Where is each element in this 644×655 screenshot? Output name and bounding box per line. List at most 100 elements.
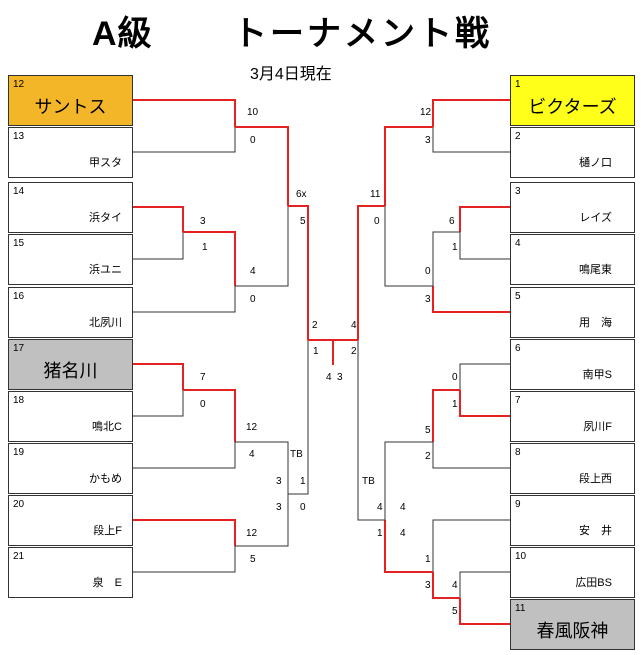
bracket-line bbox=[183, 389, 236, 442]
bracket-line bbox=[133, 519, 236, 546]
bracket-line bbox=[459, 598, 510, 625]
team-seed: 12 bbox=[13, 79, 25, 90]
score: 7 bbox=[200, 372, 206, 383]
team-right-9[interactable]: 9 安 井 bbox=[510, 495, 635, 546]
bracket-line bbox=[357, 205, 385, 340]
bracket-line bbox=[235, 206, 289, 287]
score: 0 bbox=[374, 216, 380, 227]
score: 3 bbox=[425, 294, 431, 305]
bracket-line bbox=[235, 494, 289, 547]
team-seed: 13 bbox=[13, 131, 25, 142]
team-left-8[interactable]: 19 かもめ bbox=[8, 443, 133, 494]
bracket-line bbox=[459, 232, 510, 260]
team-seed: 21 bbox=[13, 551, 25, 562]
team-left-4[interactable]: 15 浜ユニ bbox=[8, 234, 133, 285]
score: 0 bbox=[250, 135, 256, 146]
bracket-line bbox=[459, 390, 510, 417]
score: 0 bbox=[200, 399, 206, 410]
team-seed: 5 bbox=[515, 291, 521, 302]
bracket-line bbox=[432, 286, 510, 313]
score: 1 bbox=[452, 399, 458, 410]
team-right-5[interactable]: 5 用 海 bbox=[510, 287, 635, 338]
team-name: 鳴北C bbox=[92, 421, 122, 433]
score: 6x bbox=[296, 189, 307, 200]
team-name: レイズ bbox=[579, 212, 612, 224]
team-seed: 14 bbox=[13, 186, 25, 197]
bracket-line bbox=[133, 442, 236, 469]
team-seed: 2 bbox=[515, 131, 521, 142]
team-right-7[interactable]: 7 夙川F bbox=[510, 391, 635, 442]
bracket-line bbox=[133, 363, 184, 390]
bracket-line bbox=[459, 206, 510, 232]
team-left-6[interactable]: 17 猪名川 bbox=[8, 339, 133, 390]
score: 1 bbox=[313, 346, 319, 357]
score: TB bbox=[362, 476, 375, 487]
team-name: 鳴尾東 bbox=[579, 264, 612, 276]
team-right-2[interactable]: 2 樋ノ口 bbox=[510, 127, 635, 178]
team-name: サントス bbox=[34, 97, 107, 117]
team-right-10[interactable]: 10 広田BS bbox=[510, 547, 635, 598]
score: 4 bbox=[400, 528, 406, 539]
team-left-3[interactable]: 14 浜タイ bbox=[8, 182, 133, 233]
team-name: 段上F bbox=[93, 525, 122, 537]
team-seed: 8 bbox=[515, 447, 521, 458]
bracket-line bbox=[235, 441, 289, 494]
team-right-6[interactable]: 6 南甲S bbox=[510, 339, 635, 390]
team-name: 猪名川 bbox=[43, 361, 98, 381]
team-name: 用 海 bbox=[579, 317, 612, 329]
team-seed: 16 bbox=[13, 291, 25, 302]
team-name: 春風阪神 bbox=[536, 621, 609, 641]
title: A級 トーナメント戦 bbox=[0, 6, 644, 53]
team-seed: 17 bbox=[13, 343, 25, 354]
team-right-3[interactable]: 3 レイズ bbox=[510, 182, 635, 233]
score: 2 bbox=[425, 451, 431, 462]
score: 4 bbox=[351, 320, 357, 331]
score: 3 bbox=[337, 372, 343, 383]
team-seed: 11 bbox=[515, 603, 526, 614]
score: 12 bbox=[420, 107, 432, 118]
team-left-10[interactable]: 21 泉 E bbox=[8, 547, 133, 598]
team-left-1[interactable]: 12 サントス bbox=[8, 75, 133, 126]
team-name: 北夙川 bbox=[89, 317, 122, 329]
bracket-line bbox=[432, 231, 460, 286]
team-name: 広田BS bbox=[575, 577, 612, 589]
team-right-1[interactable]: 1 ビクターズ bbox=[510, 75, 635, 126]
bracket-line bbox=[357, 340, 385, 521]
team-right-11[interactable]: 11 春風阪神 bbox=[510, 599, 635, 650]
team-seed: 4 bbox=[515, 238, 521, 249]
score: 1 bbox=[425, 554, 431, 565]
team-left-9[interactable]: 20 段上F bbox=[8, 495, 133, 546]
bracket-line bbox=[133, 127, 236, 153]
score: 3 bbox=[425, 135, 431, 146]
team-left-2[interactable]: 13 甲スタ bbox=[8, 127, 133, 178]
bracket-line bbox=[432, 572, 460, 599]
team-left-7[interactable]: 18 鳴北C bbox=[8, 391, 133, 442]
bracket-line bbox=[384, 126, 433, 206]
team-name: 南甲S bbox=[582, 369, 612, 381]
bracket-line bbox=[432, 442, 510, 469]
score: TB bbox=[290, 449, 303, 460]
score: 5 bbox=[250, 554, 256, 565]
score: 3 bbox=[200, 216, 206, 227]
team-name: 泉 E bbox=[92, 577, 122, 589]
team-right-8[interactable]: 8 段上西 bbox=[510, 443, 635, 494]
team-right-4[interactable]: 4 鳴尾東 bbox=[510, 234, 635, 285]
team-name: 甲スタ bbox=[89, 157, 122, 169]
bracket-line bbox=[183, 231, 236, 286]
score: 0 bbox=[250, 294, 256, 305]
date-label: 3月4日現在 bbox=[250, 66, 332, 83]
score: 3 bbox=[276, 476, 282, 487]
team-name: 安 井 bbox=[579, 525, 612, 537]
team-left-5[interactable]: 16 北夙川 bbox=[8, 287, 133, 338]
bracket-line bbox=[459, 571, 510, 598]
bracket-line bbox=[432, 99, 510, 127]
bracket-line bbox=[432, 127, 510, 153]
score: 3 bbox=[276, 502, 282, 513]
score: 10 bbox=[247, 107, 259, 118]
bracket-line bbox=[133, 206, 184, 232]
team-seed: 3 bbox=[515, 186, 521, 197]
score: 12 bbox=[246, 528, 258, 539]
score: 6 bbox=[449, 216, 455, 227]
bracket-line bbox=[308, 339, 334, 365]
